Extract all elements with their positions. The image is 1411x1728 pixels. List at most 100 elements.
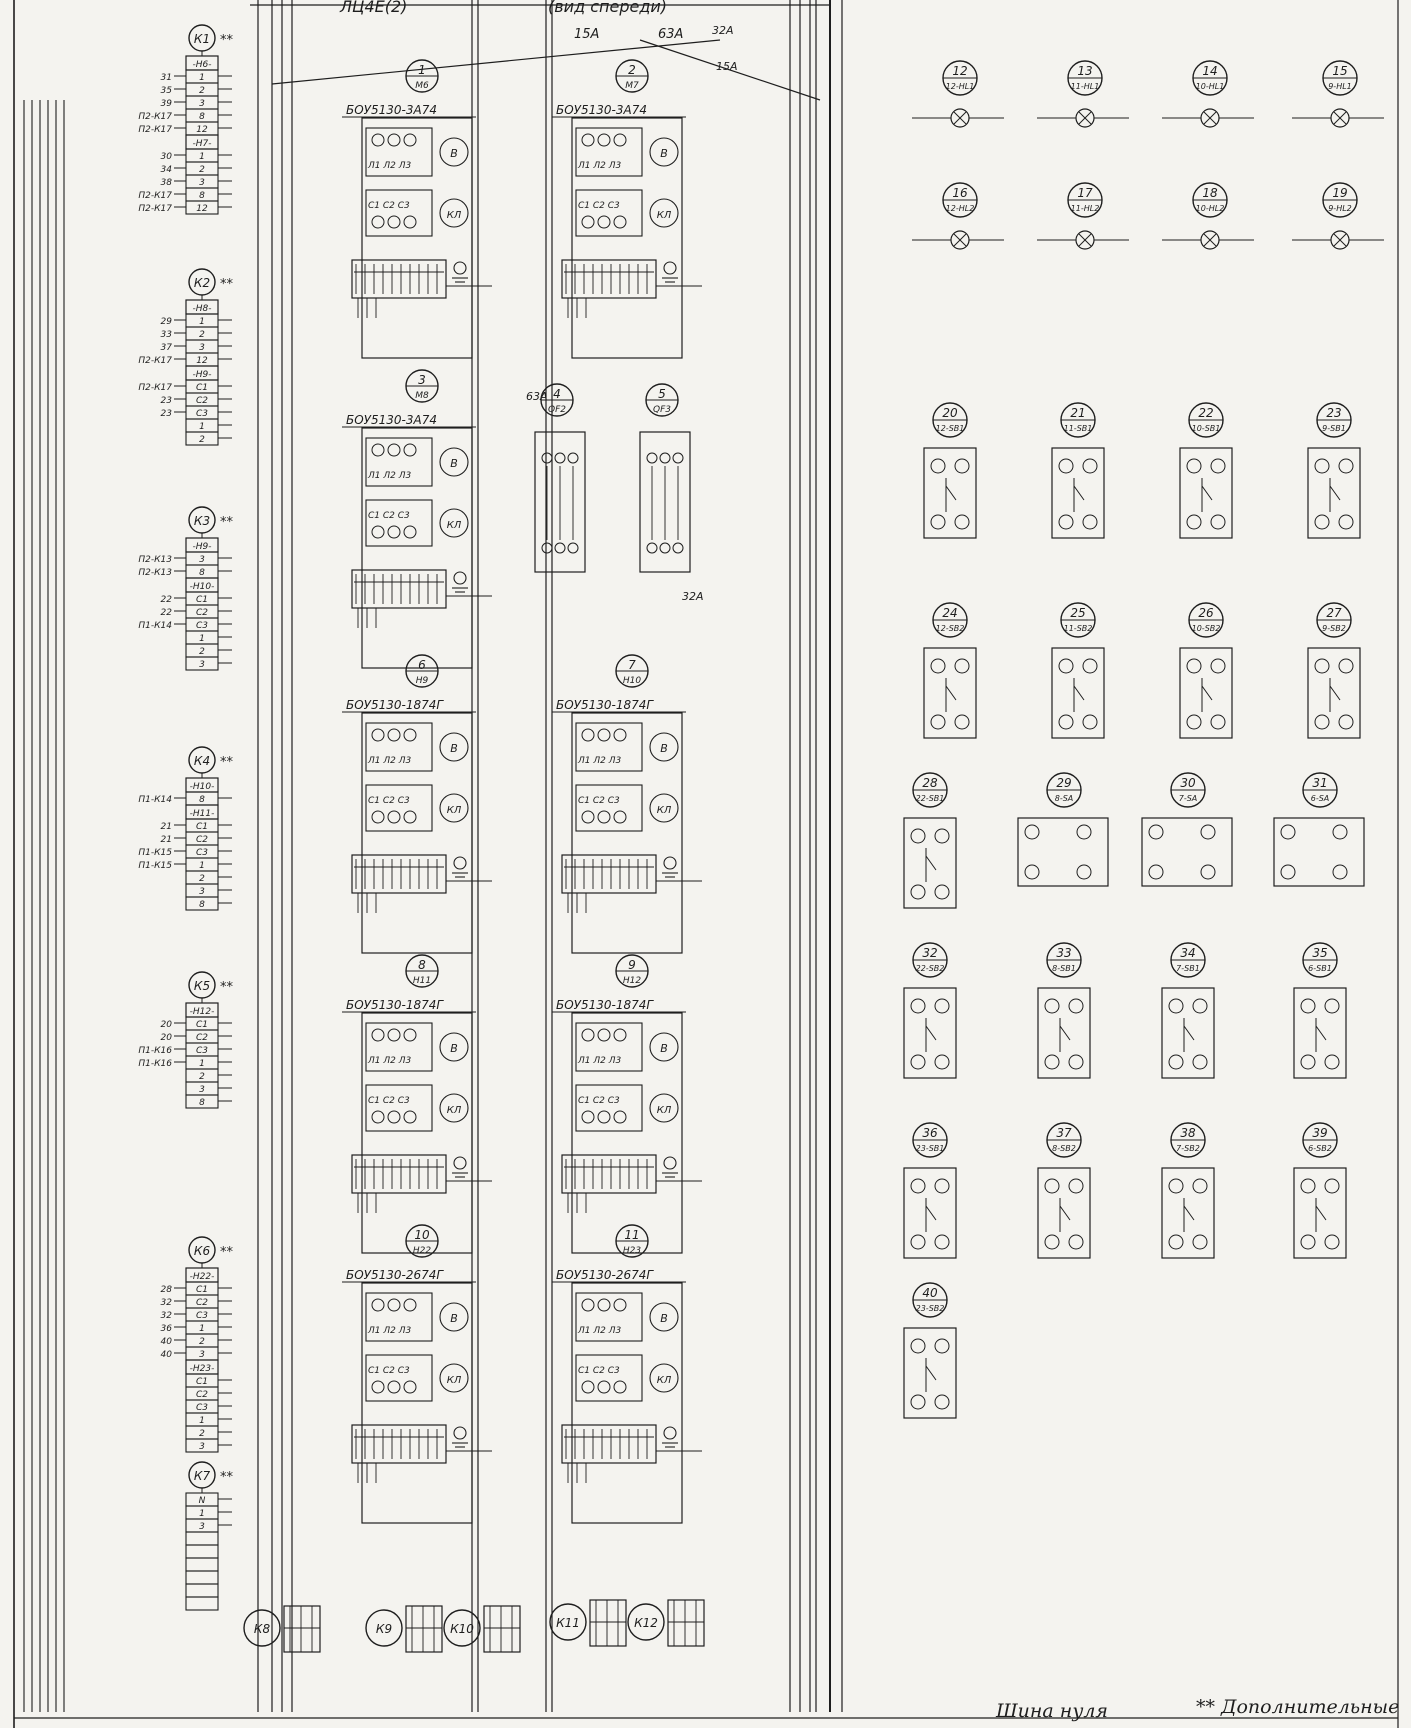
terminal-screw xyxy=(371,810,385,824)
starter-frame xyxy=(361,117,473,359)
button-number: 23 xyxy=(1326,406,1341,420)
starter-terminal-rail xyxy=(351,854,447,894)
terminal-group-name: -Н9- xyxy=(193,542,212,552)
connector-id: К9 xyxy=(376,1622,392,1636)
connector-body xyxy=(483,1605,521,1653)
ground-circle xyxy=(663,1156,677,1170)
rating-label: 63А xyxy=(526,390,548,403)
terminal-group-name: -Н10- xyxy=(190,782,215,792)
starter-model: БОУ5130-3А74 xyxy=(346,413,437,427)
terminal-strip: К1**-Н6-1312353398П2-К1712П2-К17-Н7-1302… xyxy=(138,24,234,215)
terminal-screw xyxy=(672,542,684,554)
terminal-screw xyxy=(371,1110,385,1124)
starter-coil-circle-label: КЛ xyxy=(447,1105,462,1116)
ground-circle xyxy=(453,856,467,870)
terminal-row-label: 12 xyxy=(196,204,208,214)
button-contact xyxy=(1082,658,1098,674)
starter-model: БОУ5130-1874Г xyxy=(556,998,654,1012)
terminal-screw xyxy=(554,542,566,554)
button-contact xyxy=(910,1394,926,1410)
button-contact xyxy=(1210,658,1226,674)
button-contact xyxy=(1324,1178,1340,1194)
switch-contact xyxy=(1280,864,1296,880)
lamp-position: 12-HL1 xyxy=(946,82,975,91)
terminal-group-name: -Н11- xyxy=(190,809,215,819)
terminal-wire-label: П1-К16 xyxy=(138,1059,172,1069)
button-position: 8-SB2 xyxy=(1052,1144,1076,1153)
lamp-number: 13 xyxy=(1077,64,1092,78)
button-frame xyxy=(1037,1167,1091,1259)
starter-phase-block xyxy=(575,127,643,177)
button-frame xyxy=(923,647,977,739)
terminal-wire-label: 32 xyxy=(161,1311,173,1321)
connector-id: К12 xyxy=(634,1616,658,1630)
button-contact xyxy=(1168,1054,1184,1070)
terminal-row-label: 2 xyxy=(199,435,205,445)
button-contact xyxy=(1058,458,1074,474)
starter-phase-label: Л1 Л2 Л3 xyxy=(577,161,621,171)
terminal-row-label: 1 xyxy=(199,317,205,327)
terminal-row-label: 3 xyxy=(199,1350,205,1360)
lamp-number: 17 xyxy=(1077,186,1093,200)
terminal-strip-id: К6 xyxy=(194,1244,211,1258)
terminal-row-label: С3 xyxy=(196,1403,208,1413)
terminal-wire-label: П2-К13 xyxy=(138,555,172,565)
button-frame xyxy=(1051,647,1105,739)
starter-coil-label: С1 С2 С3 xyxy=(368,796,410,806)
terminal-wire-label: 34 xyxy=(161,165,173,175)
push-button-block: 279-SB2 xyxy=(1307,602,1361,739)
terminal-row-label: 8 xyxy=(199,568,205,578)
push-button-block: 239-SB1 xyxy=(1307,402,1361,539)
button-position: 9-SB2 xyxy=(1322,624,1346,633)
terminal-row-label: С3 xyxy=(196,848,208,858)
terminal-screw xyxy=(659,542,671,554)
button-position: 12-SB2 xyxy=(936,624,965,633)
starter-phase-circle xyxy=(439,1032,469,1062)
button-number: 28 xyxy=(922,776,938,790)
button-actuator xyxy=(1315,1205,1327,1221)
footer-legend-additional: ** Дополнительные xyxy=(1196,1696,1400,1718)
terminal-row-label: С1 xyxy=(196,383,208,393)
terminal-screw xyxy=(613,1110,627,1124)
starter-phase-circle xyxy=(439,447,469,477)
button-number: 40 xyxy=(922,1286,938,1300)
terminal-row-label: С2 xyxy=(196,1298,208,1308)
starter-phase-circle xyxy=(649,137,679,167)
lamp-number: 12 xyxy=(952,64,967,78)
button-actuator xyxy=(925,855,937,871)
terminal-wire-label: 23 xyxy=(161,409,173,419)
terminal-screw xyxy=(387,1380,401,1394)
starter-position: М7 xyxy=(625,81,639,91)
connector-body xyxy=(405,1605,443,1653)
terminal-screw xyxy=(597,1028,611,1042)
push-button-block: 298-SA xyxy=(1017,772,1109,887)
connector-block: К11 xyxy=(549,1599,627,1647)
button-actuator xyxy=(1315,1025,1327,1041)
terminal-strip: К3**-Н9-3П2-К138П2-К13-Н10-С122С222С3П1-… xyxy=(138,506,234,671)
terminal-strip-id: К5 xyxy=(194,979,210,993)
lamp-icon-cross xyxy=(1078,111,1092,125)
button-contact xyxy=(1300,1234,1316,1250)
terminal-group-name: -Н8- xyxy=(193,304,212,314)
terminal-wire-label: 20 xyxy=(161,1020,173,1030)
connector-block: К12 xyxy=(627,1599,705,1647)
button-position: 22-SB2 xyxy=(916,964,945,973)
terminal-row-label: С2 xyxy=(196,1390,208,1400)
terminal-group-name: -Н22- xyxy=(190,1272,215,1282)
terminal-row-label: 3 xyxy=(199,99,205,109)
terminal-row-label: С3 xyxy=(196,621,208,631)
terminal-wire-label: 22 xyxy=(161,595,173,605)
button-frame xyxy=(1293,987,1347,1079)
starter-phase-circle-label: В xyxy=(660,147,668,160)
terminal-row-empty xyxy=(185,1570,219,1585)
starter-position: Н22 xyxy=(413,1246,431,1256)
button-actuator xyxy=(925,1025,937,1041)
button-contact xyxy=(1058,714,1074,730)
terminal-screw xyxy=(387,133,401,147)
starter-phase-label: Л1 Л2 Л3 xyxy=(367,471,411,481)
button-actuator xyxy=(1183,1205,1195,1221)
lamp-position: 11-HL1 xyxy=(1071,82,1100,91)
button-position: 6-SB1 xyxy=(1308,964,1332,973)
